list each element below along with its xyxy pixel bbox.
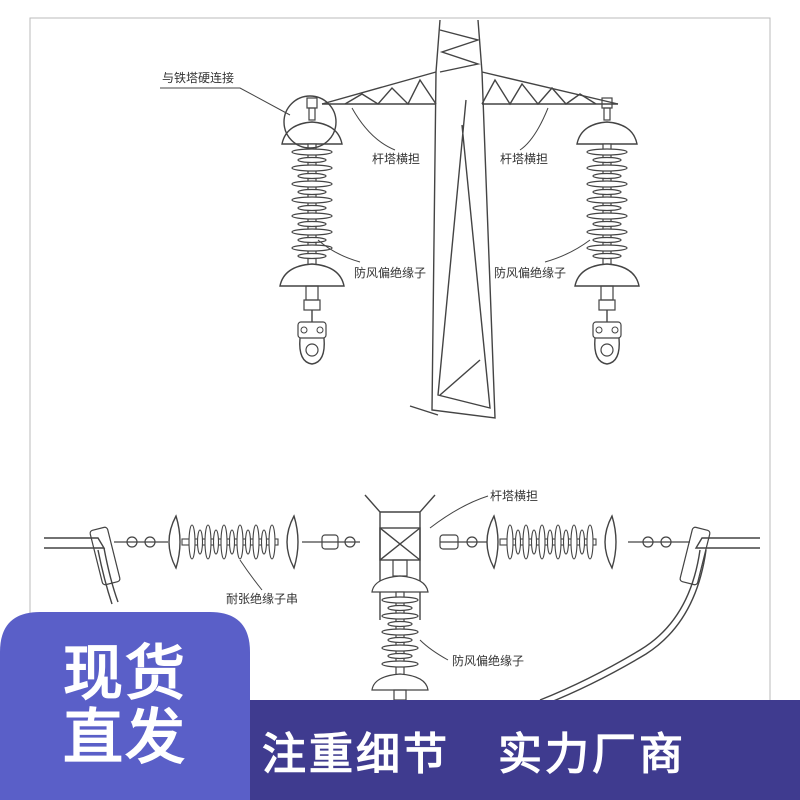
label-wind-bottom: 防风偏绝缘子 xyxy=(452,653,524,668)
left-tension-string xyxy=(168,515,299,569)
right-tension-string xyxy=(486,515,617,569)
right-hardware xyxy=(439,526,711,586)
label-wind-left: 防风偏绝缘子 xyxy=(354,265,426,280)
slogan-item-1: 注重细节 xyxy=(262,729,450,780)
label-crossarm-left: 杆塔横担 xyxy=(372,152,420,166)
slogan: 注重细节 实力厂商 xyxy=(262,718,792,782)
promo-badge: 现货 直发 xyxy=(0,612,250,800)
slogan-item-2: 实力厂商 xyxy=(498,729,686,780)
upper-tower xyxy=(321,19,619,419)
badge-shape xyxy=(0,612,250,800)
lower-leader-lines xyxy=(239,495,489,661)
badge-line-1: 现货 xyxy=(63,639,187,709)
connection-highlight xyxy=(283,95,337,149)
label-tension: 耐张绝缘子串 xyxy=(226,591,298,606)
upper-right-insulator xyxy=(574,97,640,365)
label-connect: 与铁塔硬连接 xyxy=(162,70,234,85)
label-crossarm-right: 杆塔横担 xyxy=(500,152,548,166)
label-crossarm-bottom: 杆塔横担 xyxy=(490,489,538,503)
conductors xyxy=(44,537,760,705)
badge-line-2: 直发 xyxy=(63,703,187,773)
upper-leader-lines xyxy=(160,87,591,263)
left-hardware xyxy=(89,526,360,586)
label-wind-right: 防风偏绝缘子 xyxy=(494,265,566,280)
lower-wind-insulator xyxy=(371,559,429,701)
